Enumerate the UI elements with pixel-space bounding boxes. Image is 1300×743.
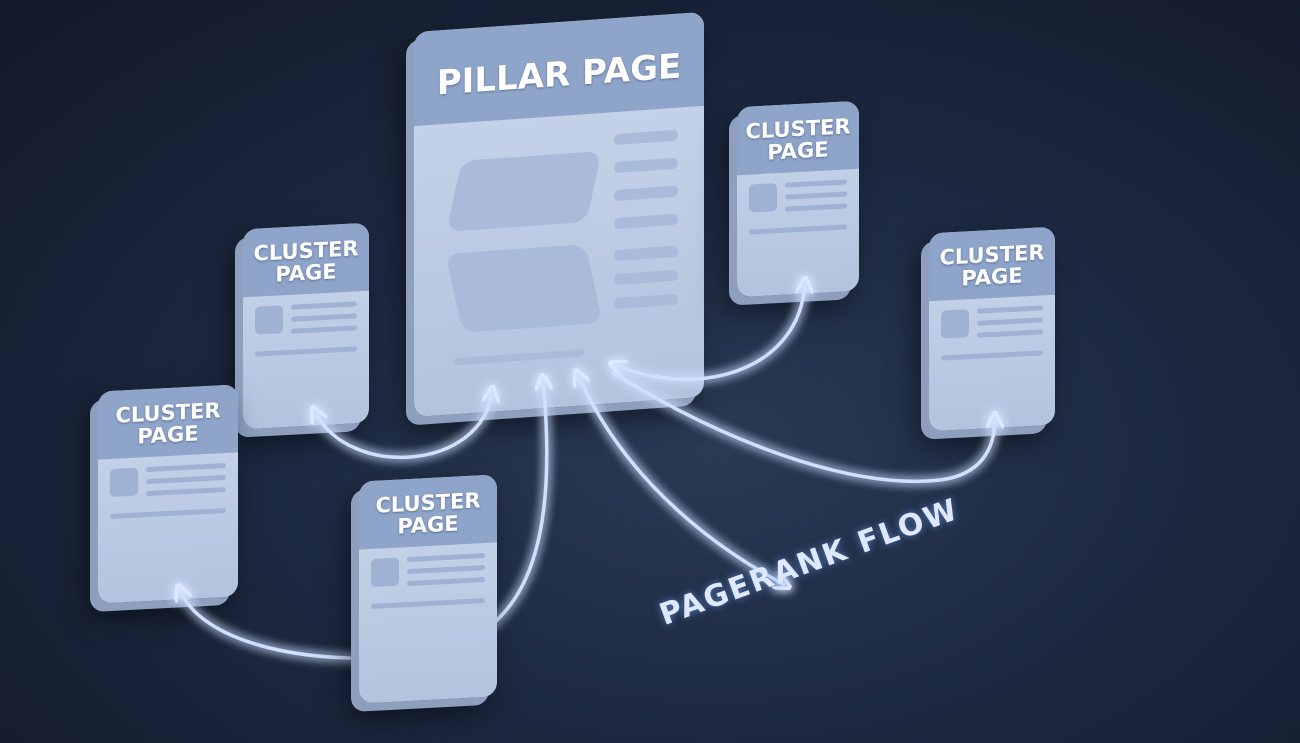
thumbnail — [371, 557, 399, 588]
flow-arrow — [615, 283, 805, 381]
cluster-page-card: CLUSTER PAGE — [359, 474, 497, 704]
flow-arrow — [611, 370, 995, 483]
flow-arrow — [578, 375, 785, 585]
flow-arrow — [315, 392, 492, 459]
cluster-page-title: CLUSTER PAGE — [359, 474, 497, 550]
